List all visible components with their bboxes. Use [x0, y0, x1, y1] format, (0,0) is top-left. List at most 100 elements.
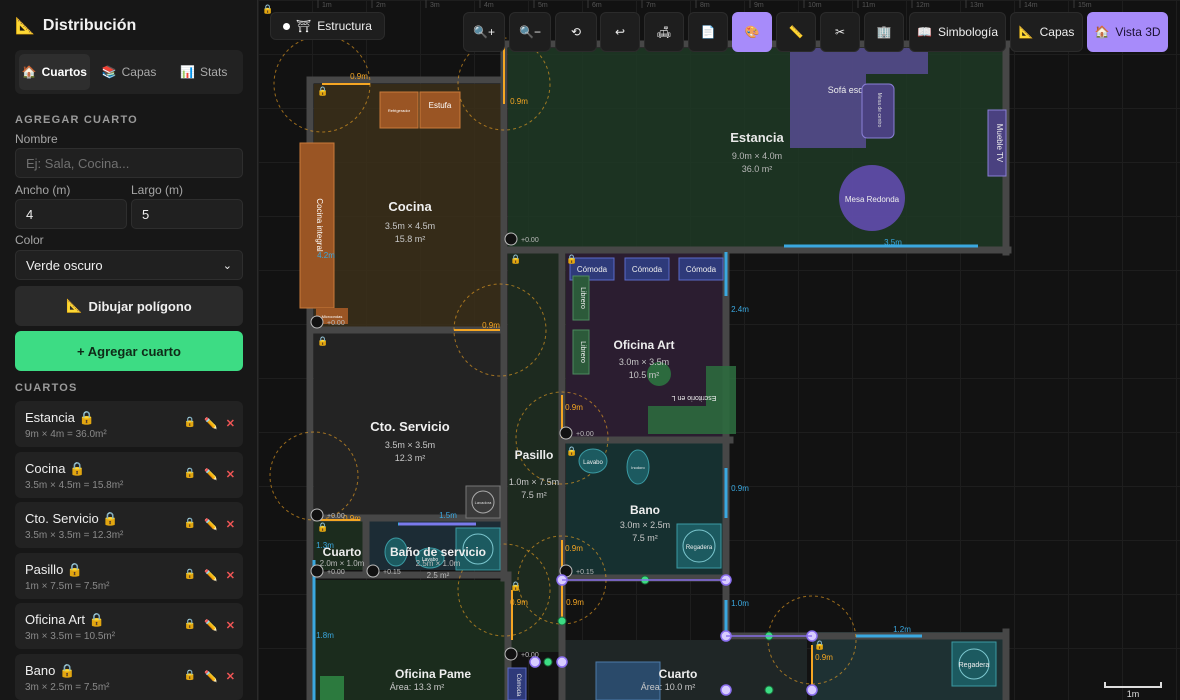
- dresser-label: Cómoda: [577, 265, 608, 274]
- room-list-item[interactable]: Bano 🔒3m × 2.5m = 7.5m²🔒✏️✕: [15, 654, 243, 700]
- dresser: [569, 257, 615, 281]
- room-list-item[interactable]: Oficina Art 🔒3m × 3.5m = 10.5m²🔒✏️✕: [15, 603, 243, 650]
- app-title: Distribución: [42, 17, 137, 34]
- delete-icon[interactable]: ✕: [225, 418, 235, 430]
- room-item-actions: 🔒 ✏️ ✕: [184, 468, 235, 481]
- measurement-label: 4.2m: [317, 251, 335, 260]
- zoom-out-button[interactable]: 🔍−: [509, 12, 551, 52]
- cuarto-2-area: Área: 10.0 m²: [641, 682, 696, 692]
- tab-label: Capas: [121, 65, 157, 79]
- structure-icon: ⛩: [296, 19, 312, 33]
- width-input[interactable]: 4: [15, 199, 127, 229]
- level-label: +0.00: [576, 431, 594, 438]
- draw-polygon-button[interactable]: 📐 Dibujar polígono: [15, 286, 243, 326]
- ruler-label: 1m: [322, 2, 332, 9]
- delete-icon[interactable]: ✕: [225, 569, 235, 582]
- refrigerator: [379, 91, 419, 129]
- sidebar: 📐 Distribución 🏠 Cuartos 📚 Capas 📊 Stats…: [0, 0, 258, 700]
- lock-icon[interactable]: 🔒: [183, 467, 197, 479]
- color-select-value: Verde oscuro: [26, 257, 103, 273]
- lock-icon[interactable]: 🔒: [183, 568, 197, 580]
- microwave: [316, 308, 348, 324]
- edit-icon[interactable]: ✏️: [204, 620, 218, 633]
- measurement-label: 1.8m: [316, 631, 334, 640]
- zoom-in-button[interactable]: 🔍+: [463, 12, 505, 52]
- edit-icon[interactable]: ✏️: [204, 671, 218, 683]
- toilet-label: Inodoro: [631, 465, 645, 470]
- delete-icon[interactable]: ✕: [225, 671, 235, 683]
- pasillo-name: Pasillo: [515, 448, 554, 462]
- oficina-pame-name: Oficina Pame: [395, 667, 471, 681]
- edit-icon[interactable]: ✏️: [204, 519, 218, 532]
- lock-icon[interactable]: 🔒: [183, 619, 197, 631]
- structure-toggle[interactable]: ⛩ Estructura: [270, 12, 385, 40]
- furniture-button[interactable]: 🛋: [644, 12, 684, 52]
- shower-2-head: [462, 533, 494, 565]
- export-button[interactable]: 📄: [688, 12, 728, 52]
- room-list-item[interactable]: Estancia 🔒9m × 4m = 36.0m²🔒✏️✕: [15, 401, 243, 447]
- measurement-label: 0.9m: [510, 598, 528, 607]
- room-list-item[interactable]: Cto. Servicio 🔒3.5m × 3.5m = 12.3m²🔒✏️✕: [15, 502, 243, 549]
- lock-icon: 🔒: [566, 446, 577, 456]
- ruler-label: 6m: [592, 2, 602, 9]
- room-pasillo: [508, 252, 562, 652]
- lock-icon[interactable]: 🔒: [183, 518, 197, 530]
- lock-icon[interactable]: 🔒: [183, 417, 197, 428]
- chart-icon: 📊: [180, 65, 195, 79]
- midpoint-handle: [764, 685, 774, 695]
- edit-icon[interactable]: ✏️: [204, 468, 218, 481]
- length-input[interactable]: 5: [131, 199, 243, 229]
- paint-button[interactable]: 🎨: [732, 12, 772, 52]
- ruler-label: 11m: [862, 2, 875, 9]
- building-button[interactable]: 🏢: [864, 12, 904, 52]
- delete-icon[interactable]: ✕: [225, 519, 235, 532]
- delete-icon[interactable]: ✕: [225, 620, 235, 633]
- pasillo-dims: 1.0m × 7.5m: [509, 477, 559, 487]
- room-item-name: Oficina Art 🔒: [25, 612, 105, 628]
- lock-icon[interactable]: 🔒: [183, 670, 197, 681]
- estancia-area: 36.0 m²: [742, 164, 773, 174]
- color-select[interactable]: Verde oscuro ⌄: [15, 250, 243, 280]
- servicio-dims: 3.5m × 3.5m: [385, 440, 435, 450]
- microwave-label: Microondas: [322, 314, 343, 319]
- cut-button[interactable]: ✂: [820, 12, 860, 52]
- sink-2-label: Lavabo: [422, 557, 439, 563]
- lock-icon: 🔒: [317, 336, 328, 346]
- servicio-name: Cto. Servicio: [370, 419, 450, 434]
- name-input[interactable]: Ej: Sala, Cocina...: [15, 148, 243, 178]
- door-swing: [515, 391, 609, 485]
- room-servicio: [314, 333, 504, 515]
- cuarto-dims: 2.0m × 1.0m: [320, 559, 365, 568]
- delete-icon[interactable]: ✕: [225, 468, 235, 481]
- washer-label: Lavadora: [475, 500, 492, 505]
- tab-capas[interactable]: 📚 Capas: [94, 54, 165, 90]
- oficina-art-area: 10.5 m²: [629, 370, 660, 380]
- simbologia-button[interactable]: 📖 Simbología: [909, 12, 1006, 52]
- length-label: Largo (m): [131, 183, 184, 197]
- capas-button[interactable]: 📐 Capas: [1010, 12, 1083, 52]
- tab-cuartos[interactable]: 🏠 Cuartos: [19, 54, 90, 90]
- sink: [578, 448, 608, 474]
- sofa-label: Sofá esquinero: [828, 85, 889, 95]
- edit-icon[interactable]: ✏️: [204, 418, 218, 430]
- room-item-name: Estancia 🔒: [25, 410, 95, 425]
- undo-button[interactable]: ↩: [600, 12, 640, 52]
- measure-button[interactable]: 📏: [776, 12, 816, 52]
- servicio-area: 12.3 m²: [395, 453, 426, 463]
- measurement-label: 1.2m: [893, 625, 911, 634]
- vista-3d-button[interactable]: 🏠 Vista 3D: [1087, 12, 1168, 52]
- estancia-name: Estancia: [730, 130, 784, 145]
- reset-view-button[interactable]: ⟲: [555, 12, 597, 52]
- room-list-item[interactable]: Cocina 🔒3.5m × 4.5m = 15.8m²🔒✏️✕: [15, 451, 243, 498]
- level-marker: [504, 647, 518, 661]
- room-list-item[interactable]: Pasillo 🔒1m × 7.5m = 7.5m²🔒✏️✕: [15, 552, 243, 599]
- room-oficina-pame: [314, 580, 508, 700]
- add-room-button[interactable]: + Agregar cuarto: [15, 331, 243, 371]
- building-icon: 🏢: [876, 25, 892, 39]
- measurement-label: 2.4m: [731, 305, 749, 314]
- tab-stats[interactable]: 📊 Stats: [168, 54, 239, 90]
- edit-icon[interactable]: ✏️: [204, 569, 218, 582]
- measurement-label: 0.9m: [510, 97, 528, 106]
